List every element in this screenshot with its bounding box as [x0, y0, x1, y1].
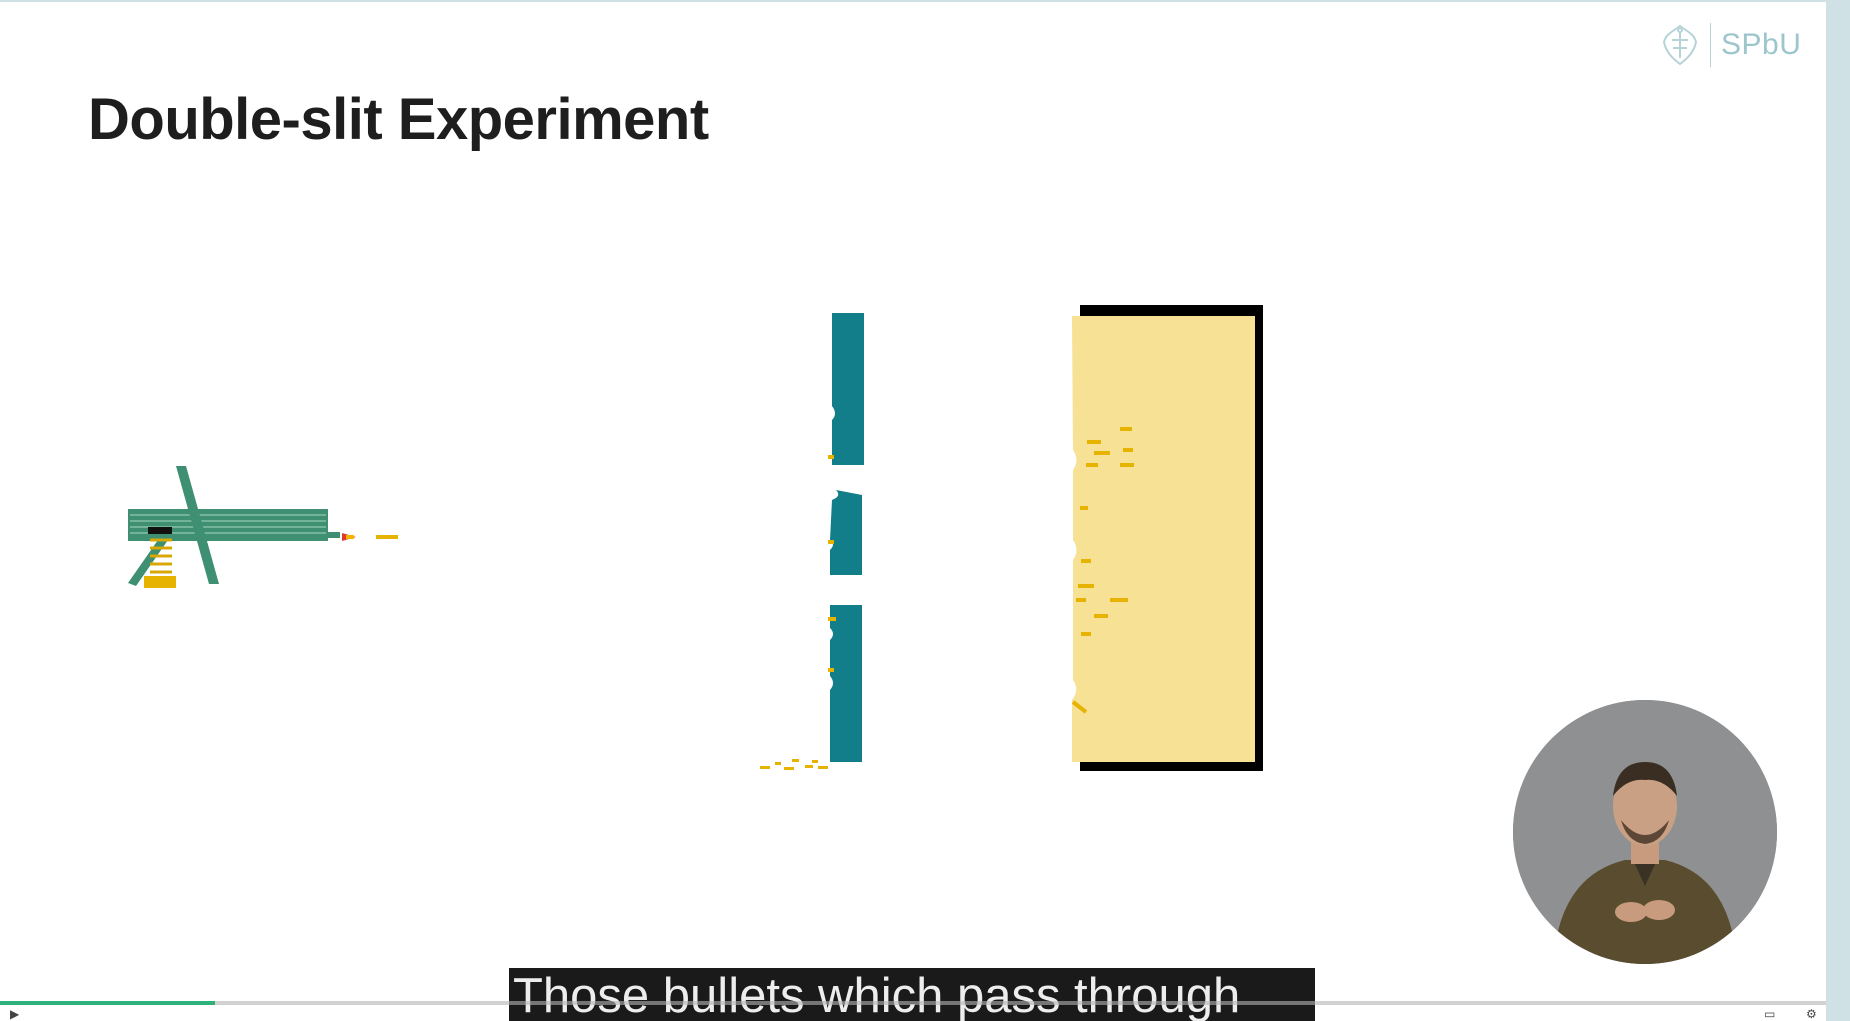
spbu-logo: SPbU: [1660, 18, 1801, 72]
captions-icon[interactable]: ▭: [1764, 1007, 1776, 1021]
player-controls[interactable]: ▶ ▭ ⚙: [0, 1000, 1850, 1021]
slide-title: Double-slit Experiment: [88, 87, 709, 152]
right-border: [1826, 0, 1850, 1021]
slit-wall: [760, 313, 864, 770]
university-crest-icon: [1662, 24, 1698, 66]
logo-divider: [1710, 23, 1711, 67]
subtitle-caption: Those bullets which pass through: [509, 968, 1315, 1021]
machine-gun: [128, 466, 398, 588]
progress-track[interactable]: [0, 1001, 1826, 1005]
top-border: [0, 0, 1850, 2]
play-icon[interactable]: ▶: [10, 1007, 20, 1021]
backstop-board: [1071, 305, 1263, 771]
logo-wordmark: SPbU: [1721, 28, 1802, 61]
presenter-silhouette: [1513, 700, 1777, 964]
presenter-video: [1513, 700, 1777, 964]
progress-fill[interactable]: [0, 1001, 216, 1005]
gear-icon[interactable]: ⚙: [1806, 1007, 1817, 1021]
